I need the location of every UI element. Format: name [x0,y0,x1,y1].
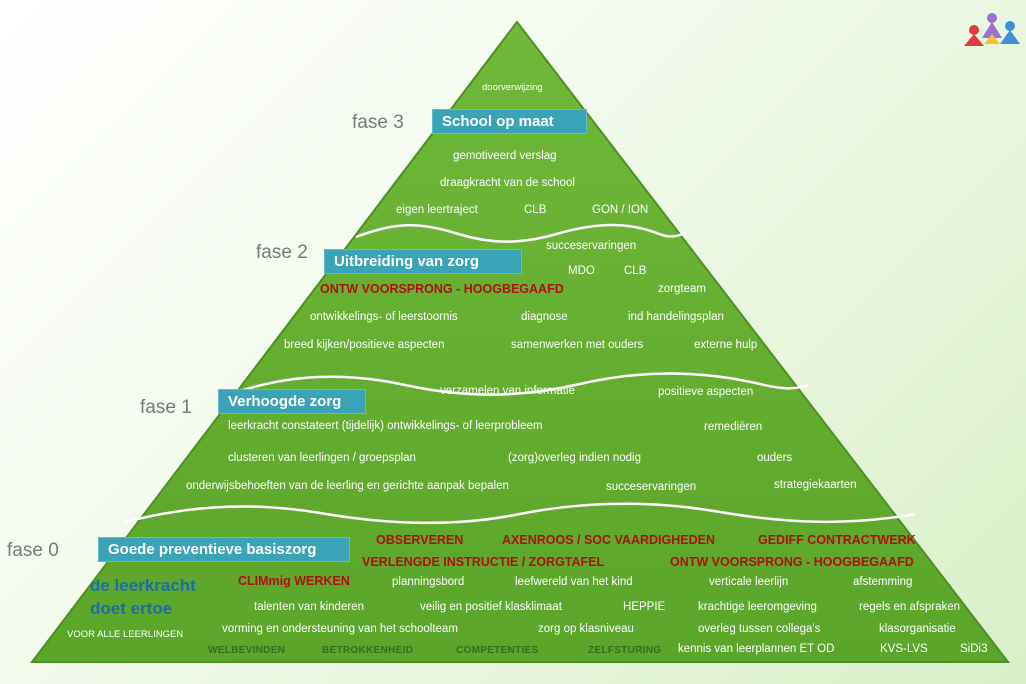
fase1-item: verzamelen van informatie [440,385,575,397]
fase0-red-text: OBSERVEREN [376,533,464,547]
fase0-green-text: WELBEVINDEN [208,645,286,656]
fase3-item: draagkracht van de school [440,177,575,189]
fase0-item: VOOR ALLE LEERLINGEN [67,629,184,640]
fase2-item: samenwerken met ouders [511,339,644,351]
fase2-box: Uitbreiding van zorg [324,249,522,274]
label-doorverwijzing: doorverwijzing [482,82,543,93]
fase0-item: kennis van leerplannen ET OD [678,643,835,655]
fase0-red-text: VERLENGDE INSTRUCTIE / ZORGTAFEL [362,555,605,569]
fase3-item: gemotiveerd verslag [453,150,557,162]
fase0-red-text: CLIMmig WERKEN [238,574,350,588]
fase0-item: talenten van kinderen [254,601,364,613]
divider-wave-fase1 [125,502,916,525]
fase2-item: succeservaringen [546,240,637,252]
fase2-item: breed kijken/positieve aspecten [284,339,445,351]
fase0-red-text: GEDIFF CONTRACTWERK [758,533,916,547]
fase2-item: ontwikkelings- of leerstoornis [310,311,458,323]
fase1-item: positieve aspecten [658,386,754,398]
fase0-item: overleg tussen collega's [698,623,821,635]
fase1-item: succeservaringen [606,481,697,493]
fase0-item: regels en afspraken [859,601,961,613]
fase3-box: School op maat [432,109,587,134]
fase0-item: afstemming [853,576,913,588]
fase3-item: eigen leertraject [396,204,478,216]
blue-text-line2: doet ertoe [90,599,173,618]
fase1-item: leerkracht constateert (tijdelijk) ontwi… [228,420,543,432]
fase0-label: fase 0 [7,540,59,561]
fase0-item: klasorganisatie [879,623,956,635]
fase3-item: CLB [524,204,547,216]
fase2-label: fase 2 [256,242,308,263]
fase0-item: zorg op klasniveau [538,623,634,635]
fase0-item: planningsbord [392,576,465,588]
colorful-people-logo-icon [964,13,1020,46]
fase1-item: strategiekaarten [774,479,857,491]
fase0-item: leefwereld van het kind [515,576,633,588]
fase1-box: Verhoogde zorg [218,389,366,414]
fase0-red-text: AXENROOS / SOC VAARDIGHEDEN [502,533,715,547]
fase0-green-text: BETROKKENHEID [322,645,414,656]
fase0-item: verticale leerlijn [709,576,789,588]
fase1-item: ouders [757,452,793,464]
pyramid-shape [29,20,1011,663]
fase2-item: externe hulp [694,339,758,351]
fase2-item: MDO [568,265,595,277]
fase0-green-text: ZELFSTURING [588,645,662,656]
fase2-item: zorgteam [658,283,706,295]
fase1-item: (zorg)overleg indien nodig [508,452,641,464]
divider-wave-fase2 [233,372,809,396]
fase2-item: diagnose [521,311,568,323]
fase0-green-text: COMPETENTIES [456,645,539,656]
fase1-item: onderwijsbehoeften van de leerling en ge… [186,480,509,492]
fase2-item: CLB [624,265,647,277]
fase0-item: vorming en ondersteuning van het schoolt… [222,623,458,635]
fase0-item: HEPPIE [623,601,666,613]
fase0-red-text: ONTW VOORSPRONG - HOOGBEGAAFD [670,555,914,569]
fase1-label: fase 1 [140,397,192,418]
blue-text-line1: de leerkracht [90,576,196,595]
fase1-item: remediëren [704,421,763,433]
fase0-item: KVS-LVS [880,643,928,655]
fase0-item: veilig en positief klasklimaat [420,601,562,613]
fase1-item: clusteren van leerlingen / groepsplan [228,452,416,464]
fase0-item: SiDi3 [960,643,988,655]
fase0-item: krachtige leeromgeving [698,601,817,613]
divider-wave-fase3 [355,223,687,243]
fase2-red-text: ONTW VOORSPRONG - HOOGBEGAAFD [320,282,564,296]
fase3-item: GON / ION [592,204,649,216]
fase0-box: Goede preventieve basiszorg [98,537,350,562]
fase2-item: ind handelingsplan [628,311,724,323]
fase3-label: fase 3 [352,112,404,133]
